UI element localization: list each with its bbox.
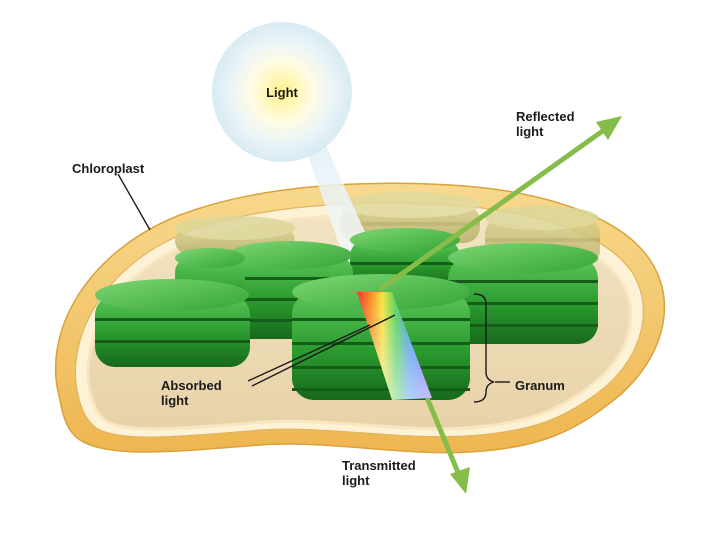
absorbed-light-label: Absorbed light — [161, 378, 222, 408]
granum-right — [448, 243, 598, 344]
granum-label: Granum — [515, 378, 565, 393]
granum-left — [95, 279, 250, 367]
arrow-up-right-icon — [596, 116, 622, 140]
arrow-down-icon — [450, 467, 470, 494]
chloroplast-leader — [118, 174, 150, 230]
light-label: Light — [248, 85, 316, 100]
reflected-light-label: Reflected light — [516, 109, 575, 139]
chloroplast-label: Chloroplast — [72, 161, 144, 176]
transmitted-light-label: Transmitted light — [342, 458, 416, 488]
